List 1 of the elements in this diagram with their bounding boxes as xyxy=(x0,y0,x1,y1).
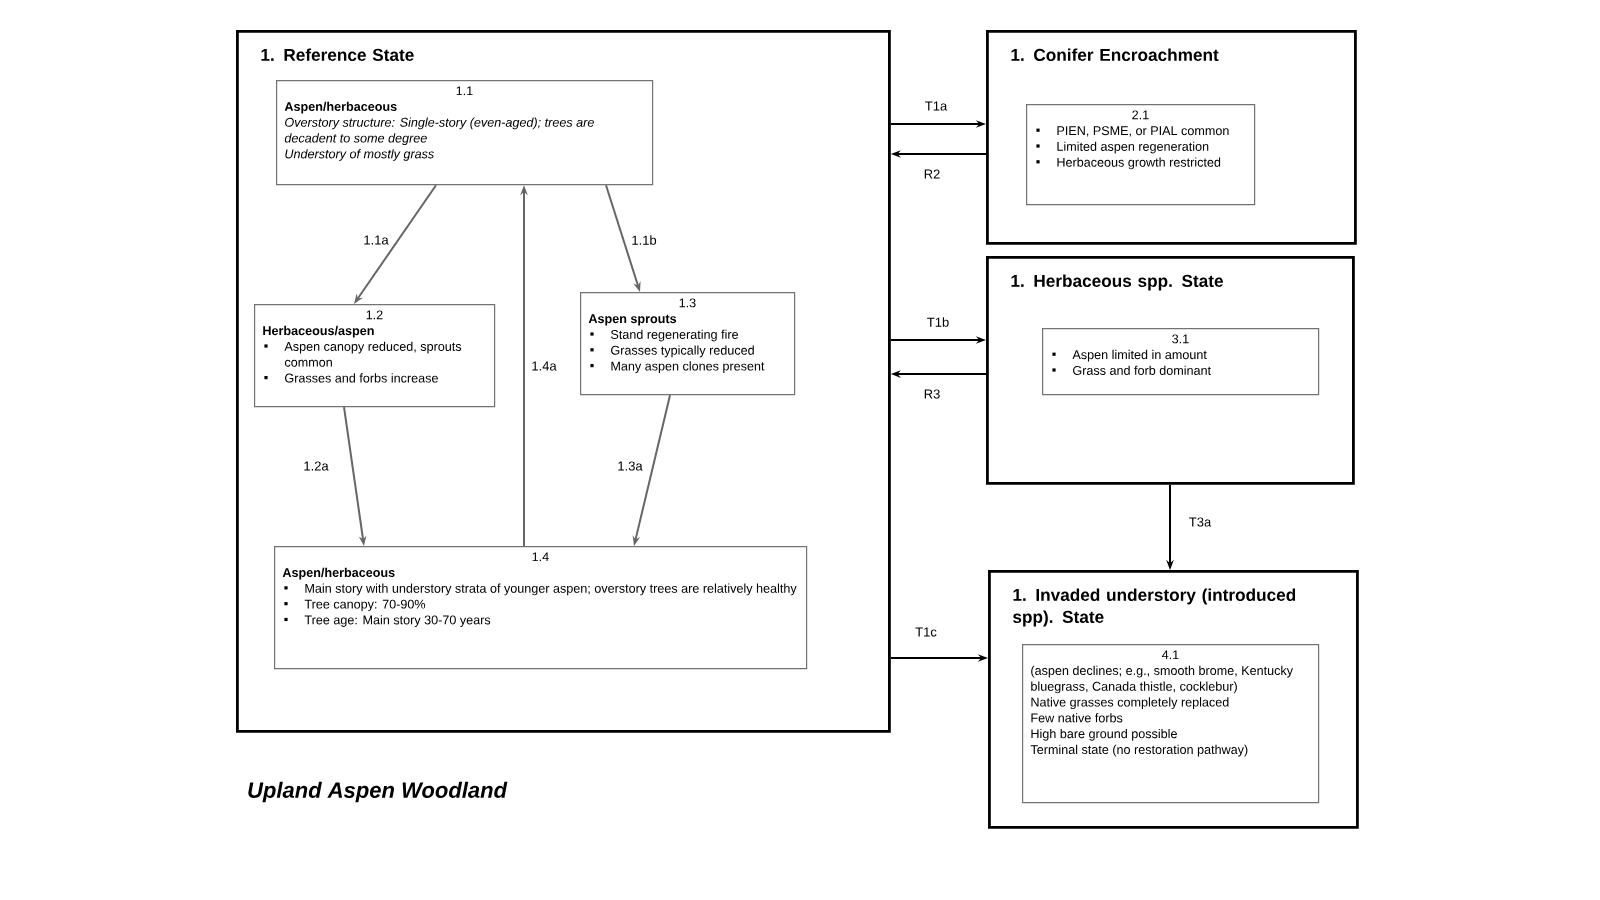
caption: Upland Aspen Woodland xyxy=(248,781,508,803)
